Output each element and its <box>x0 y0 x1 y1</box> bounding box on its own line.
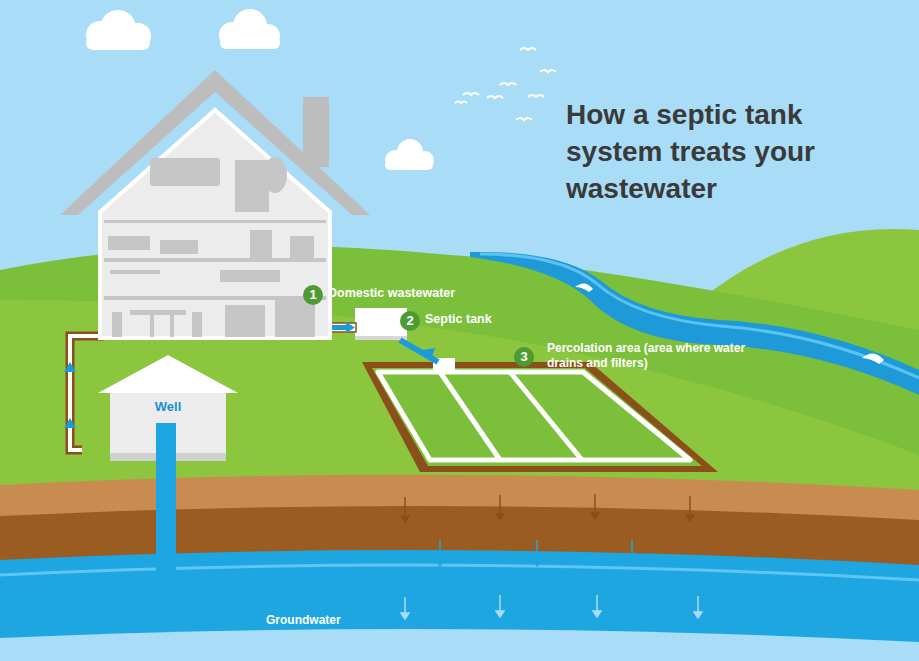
callout-number: 3 <box>514 347 534 367</box>
well-house: Well <box>98 355 238 465</box>
diagram-title: How a septic tank system treats your was… <box>566 96 886 207</box>
part-label: Septic tank <box>425 312 492 326</box>
callout-number: 1 <box>303 285 323 305</box>
well-shaft <box>156 465 176 585</box>
part-label: Domestic wastewater <box>328 286 455 300</box>
layer-label: Groundwater <box>266 613 341 627</box>
part-label: Percolation area (area where water drain… <box>547 341 747 371</box>
callout-number: 2 <box>400 311 420 331</box>
node-label: Well <box>98 399 238 414</box>
